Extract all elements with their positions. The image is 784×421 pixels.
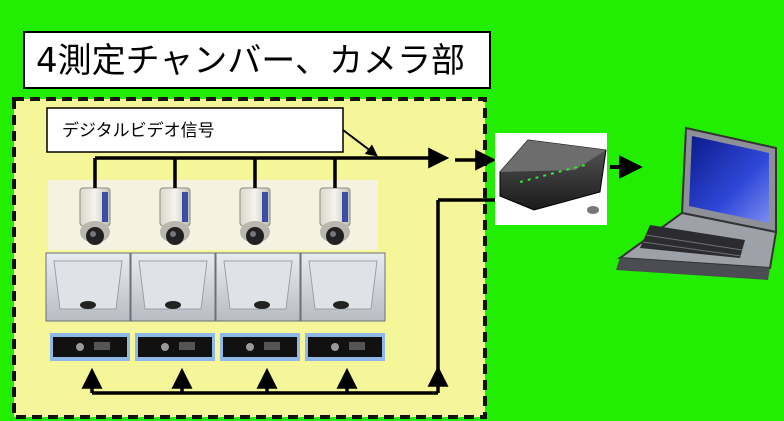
device-3 — [220, 333, 300, 361]
chamber-1 — [45, 252, 131, 322]
signal-label: デジタルビデオ信号 — [62, 120, 215, 141]
camera-2 — [159, 187, 191, 245]
camera-4 — [319, 187, 351, 245]
camera-signal-bus — [93, 147, 450, 188]
device-4 — [305, 333, 385, 361]
page-title: 4測定チャンバー、カメラ部 — [36, 41, 465, 81]
chamber-4 — [300, 252, 386, 322]
laptop-icon — [616, 126, 778, 280]
device-control-bus — [81, 198, 496, 395]
device-1 — [50, 333, 130, 361]
signal-label-box: デジタルビデオ信号 — [46, 107, 344, 153]
camera-1 — [79, 187, 111, 245]
signal-label-pointer — [342, 129, 378, 157]
chamber-3 — [215, 252, 301, 322]
device-2 — [135, 333, 215, 361]
chamber-2 — [130, 252, 216, 322]
title-box: 4測定チャンバー、カメラ部 — [23, 31, 491, 89]
video-hub-icon — [495, 133, 607, 225]
camera-3 — [239, 187, 271, 245]
